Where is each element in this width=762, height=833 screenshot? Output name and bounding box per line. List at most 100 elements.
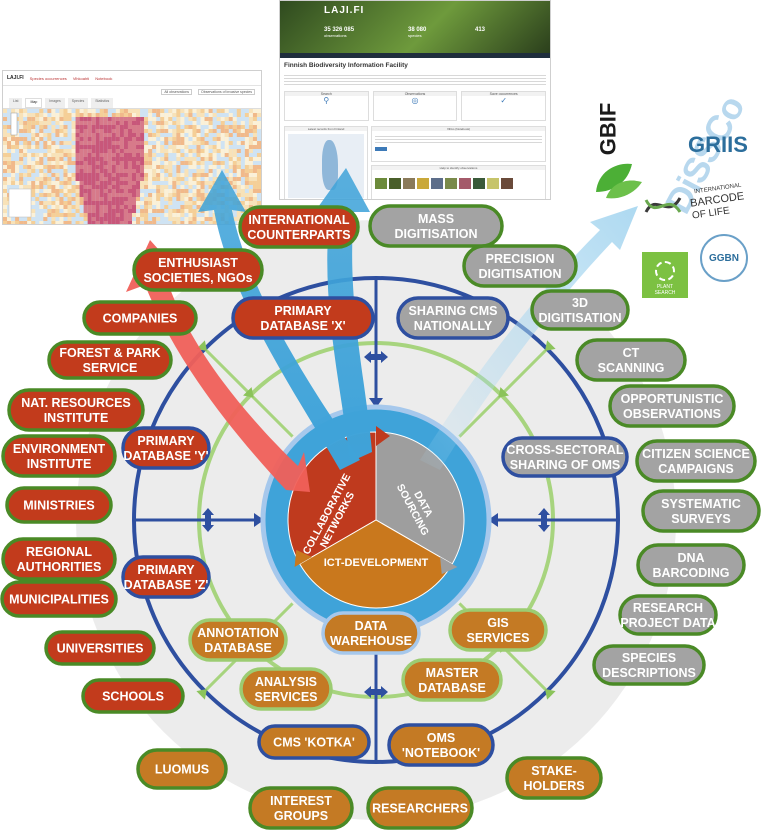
map-cell	[83, 161, 88, 165]
map-cell	[99, 125, 104, 129]
map-cell	[103, 157, 108, 161]
map-app-filter-button[interactable]: All observations	[161, 89, 193, 95]
map-cell	[43, 217, 48, 221]
portal-right-panels: Vihko (Notebook) Help to identify observ…	[371, 126, 546, 199]
portal-card[interactable]: Observations ◎	[372, 91, 458, 121]
map-cell	[127, 113, 132, 117]
map-cell	[176, 197, 181, 201]
map-cell	[176, 129, 181, 133]
portal-searchbar[interactable]	[280, 53, 550, 58]
map-cell	[192, 201, 197, 205]
node-pill-shape	[396, 296, 510, 340]
map-cell	[176, 177, 181, 181]
map-cell	[23, 145, 28, 149]
map-cell	[91, 157, 96, 161]
node-pill-label: REGIONAL	[26, 545, 92, 559]
map-app-tab[interactable]: Species	[67, 98, 89, 108]
map-cell	[192, 157, 197, 161]
node-pill: MINISTRIES	[5, 486, 113, 524]
map-cell	[204, 213, 209, 217]
map-cell	[99, 149, 104, 153]
map-cell	[43, 201, 48, 205]
map-cell	[236, 109, 241, 113]
map-cell	[132, 141, 137, 145]
arrowhead	[544, 340, 556, 352]
map-cell	[248, 113, 253, 117]
map-cell	[164, 161, 169, 165]
map-cell	[208, 173, 213, 177]
map-cell	[119, 125, 124, 129]
map-cell	[83, 109, 88, 113]
map-cell	[67, 153, 72, 157]
map-app-filter-button[interactable]: Observations of invasive species	[198, 89, 255, 95]
map-cell	[91, 201, 96, 205]
map-cell	[11, 137, 16, 141]
map-cell	[55, 173, 60, 177]
map-cell	[47, 161, 52, 165]
map-cell	[39, 181, 44, 185]
map-cell	[107, 169, 112, 173]
map-cell	[87, 169, 92, 173]
map-cell	[136, 181, 141, 185]
map-app-menu-item[interactable]: Species occurrences	[29, 75, 67, 81]
map-cell	[156, 145, 161, 149]
node-pill-label: DIGITISATION	[478, 267, 561, 281]
map-cell	[51, 173, 56, 177]
map-cell	[99, 193, 104, 197]
map-cell	[59, 205, 64, 209]
map-app-tab[interactable]: Images	[45, 98, 65, 108]
map-cell	[31, 133, 36, 137]
map-app-tab[interactable]: Map	[25, 98, 43, 108]
map-cell	[123, 217, 128, 221]
map-cell	[19, 145, 24, 149]
map-cell	[47, 157, 52, 161]
map-cell	[87, 141, 92, 145]
map-app-tab[interactable]: List	[9, 98, 23, 108]
map-cell	[192, 121, 197, 125]
map-cell	[55, 197, 60, 201]
node-pill-shape	[257, 724, 371, 760]
portal-button[interactable]	[375, 147, 387, 151]
map-cell	[240, 193, 245, 197]
map-cell	[216, 125, 221, 129]
map-cell	[200, 221, 205, 224]
arrowhead	[196, 688, 208, 700]
map-cell	[123, 169, 128, 173]
map-cell	[95, 217, 100, 221]
map-cell	[172, 141, 177, 145]
node-pill-label: DATABASE 'Y'	[123, 449, 208, 463]
map-cell	[172, 137, 177, 141]
map-cell	[156, 161, 161, 165]
portal-card[interactable]: Save occurrences ✓	[461, 91, 547, 121]
map-cell	[79, 173, 84, 177]
map-cell	[156, 129, 161, 133]
map-cell	[228, 177, 233, 181]
map-cell	[27, 173, 32, 177]
map-app-menu-item[interactable]: Vihkoahti	[72, 75, 90, 81]
map-cell	[140, 157, 145, 161]
map-cell	[156, 173, 161, 177]
map-cell	[232, 165, 237, 169]
portal-card[interactable]: Search ⚲	[284, 91, 369, 121]
map-cell	[107, 193, 112, 197]
zoom-control[interactable]	[10, 112, 18, 136]
map-cell	[168, 165, 173, 169]
map-cell	[244, 129, 249, 133]
map-cell	[23, 141, 28, 145]
map-cell	[127, 141, 132, 145]
map-cell	[115, 153, 120, 157]
map-app-menu-item[interactable]: Notebook	[95, 75, 113, 81]
map-cell	[67, 149, 72, 153]
map-app-tab[interactable]: Statistics	[91, 98, 114, 108]
map-cell	[83, 145, 88, 149]
map-cell	[87, 121, 92, 125]
map-cell	[3, 193, 8, 197]
node-pill-shape	[248, 786, 354, 830]
map-cell	[119, 165, 124, 169]
map-cell	[3, 109, 8, 113]
map-legend	[8, 188, 32, 218]
map-cell	[140, 149, 145, 153]
gbif-logo: GBIF	[588, 82, 648, 202]
pie-label: ICT-DEVELOPMENT	[324, 557, 429, 569]
map-cell	[71, 189, 76, 193]
